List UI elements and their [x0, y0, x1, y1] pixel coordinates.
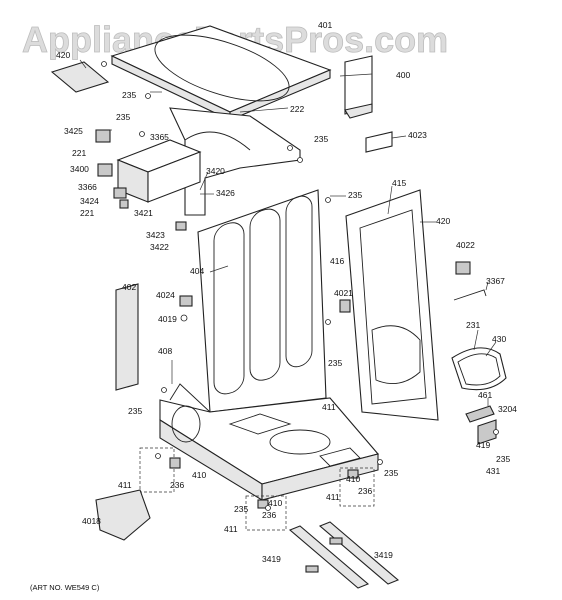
part-3400[interactable] [97, 163, 113, 177]
label-3422: 3422 [150, 242, 169, 252]
leveling-leg-front-part[interactable] [245, 495, 287, 531]
label-235: 235 [348, 190, 362, 200]
art-number: (ART NO. WE549 C) [30, 583, 100, 592]
screw-235[interactable] [297, 157, 303, 163]
label-404: 404 [190, 266, 204, 276]
label-231: 231 [466, 320, 480, 330]
label-461: 461 [478, 390, 492, 400]
label-419: 419 [476, 440, 490, 450]
label-3366: 3366 [78, 182, 97, 192]
part-4018[interactable] [95, 489, 151, 541]
label-235: 235 [314, 134, 328, 144]
label-3400: 3400 [70, 164, 89, 174]
label-420: 420 [56, 50, 70, 60]
screw-235[interactable] [377, 459, 383, 465]
label-400: 400 [396, 70, 410, 80]
label-3426: 3426 [216, 188, 235, 198]
leveling-leg-right-part[interactable] [339, 467, 375, 507]
label-410: 410 [268, 498, 282, 508]
screw-235[interactable] [325, 319, 331, 325]
label-235: 235 [116, 112, 130, 122]
label-236: 236 [262, 510, 276, 520]
part-labels: 401 420 400 235 222 3425 235 3365 235 40… [56, 20, 517, 564]
label-222: 222 [290, 104, 304, 114]
label-401: 401 [318, 20, 332, 30]
front-frame-part[interactable] [345, 189, 439, 421]
label-221: 221 [72, 148, 86, 158]
label-415: 415 [392, 178, 406, 188]
label-3425: 3425 [64, 126, 83, 136]
hinge-bracket-part[interactable] [465, 405, 497, 445]
bracket-400-part[interactable] [344, 55, 373, 119]
bracket-4023-part[interactable] [365, 131, 393, 153]
screw-235[interactable] [493, 429, 499, 435]
label-236: 236 [358, 486, 372, 496]
screw-235[interactable] [139, 131, 145, 137]
left-top-panel-part[interactable] [50, 61, 110, 93]
base-frame-part[interactable] [159, 383, 379, 501]
label-431: 431 [486, 466, 500, 476]
part-3423[interactable] [175, 221, 187, 231]
leader-lines [79, 59, 497, 406]
label-3424: 3424 [80, 196, 99, 206]
label-411: 411 [326, 492, 340, 502]
label-410: 410 [346, 474, 360, 484]
label-3367: 3367 [486, 276, 505, 286]
top-cover-part[interactable] [110, 22, 332, 121]
part-3367[interactable] [453, 289, 487, 301]
label-4018: 4018 [82, 516, 101, 526]
screw-235[interactable] [145, 93, 151, 99]
label-420: 420 [436, 216, 450, 226]
label-416: 416 [330, 256, 344, 266]
part-3425[interactable] [95, 129, 111, 143]
label-402: 402 [122, 282, 136, 292]
label-410: 410 [192, 470, 206, 480]
label-221: 221 [80, 208, 94, 218]
part-4019[interactable] [180, 314, 188, 322]
label-236: 236 [170, 480, 184, 490]
label-3420: 3420 [206, 166, 225, 176]
label-235: 235 [328, 358, 342, 368]
label-4019: 4019 [158, 314, 177, 324]
label-4024: 4024 [156, 290, 175, 300]
label-408: 408 [158, 346, 172, 356]
part-4024[interactable] [179, 295, 193, 307]
label-3365: 3365 [150, 132, 169, 142]
label-3204: 3204 [498, 404, 517, 414]
rear-panel-part[interactable] [197, 189, 327, 413]
label-4021: 4021 [334, 288, 353, 298]
screw-235[interactable] [101, 61, 107, 67]
label-430: 430 [492, 334, 506, 344]
label-411: 411 [322, 402, 336, 412]
screw-235[interactable] [287, 145, 293, 151]
part-3366[interactable] [113, 187, 127, 199]
label-411: 411 [224, 524, 238, 534]
label-411: 411 [118, 480, 132, 490]
screw-235[interactable] [265, 505, 271, 511]
label-3419: 3419 [262, 554, 281, 564]
screw-235[interactable] [161, 387, 167, 393]
screw-235[interactable] [155, 453, 161, 459]
label-235: 235 [384, 468, 398, 478]
part-4022[interactable] [455, 261, 471, 275]
label-235: 235 [122, 90, 136, 100]
label-4023: 4023 [408, 130, 427, 140]
door-panel-430-part[interactable] [451, 347, 507, 391]
label-235: 235 [128, 406, 142, 416]
part-4021[interactable] [339, 299, 351, 313]
rails-3419-part[interactable] [288, 521, 400, 589]
label-235: 235 [496, 454, 510, 464]
label-3421: 3421 [134, 208, 153, 218]
side-panel-402-part[interactable] [115, 283, 139, 391]
label-3423: 3423 [146, 230, 165, 240]
screw-235[interactable] [325, 197, 331, 203]
label-3419: 3419 [374, 550, 393, 560]
leveling-leg-left-part[interactable] [139, 447, 181, 493]
label-4022: 4022 [456, 240, 475, 250]
label-235: 235 [234, 504, 248, 514]
part-3424[interactable] [119, 199, 129, 209]
